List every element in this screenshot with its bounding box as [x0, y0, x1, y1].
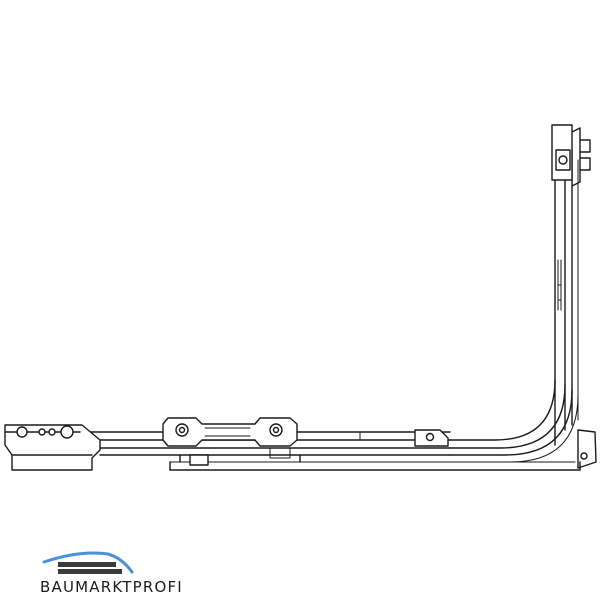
corner-bend [449, 379, 597, 469]
logo-bar [58, 562, 116, 567]
center-plate [162, 417, 298, 447]
brand-name: BAUMARKTPROFI [40, 578, 183, 596]
logo-bar [58, 569, 122, 574]
brand-logo [42, 551, 134, 574]
logo-roof-icon [42, 551, 134, 574]
left-end-cap [4, 424, 101, 471]
horizontal-arm [89, 429, 581, 471]
vertical-arm [551, 124, 591, 446]
